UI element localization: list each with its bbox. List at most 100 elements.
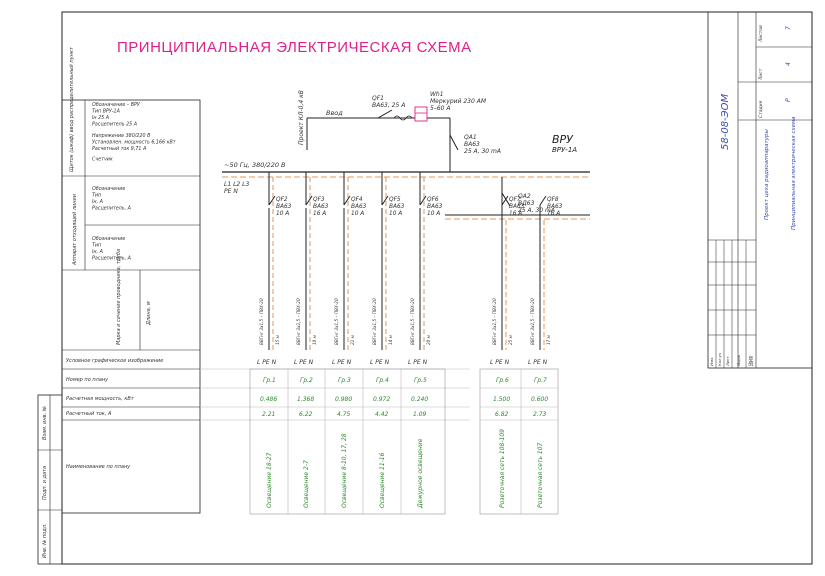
row-label-ugo: Условное графическое изображение	[66, 358, 163, 364]
main-breaker-coil	[393, 115, 413, 121]
calc-power: 1.368	[297, 396, 314, 403]
circuit-table-grid	[200, 368, 559, 515]
head-caption-text: Щиток (шкаф) ввод распределительный пунк…	[69, 46, 75, 172]
circuit-name: Освещение 18-27	[266, 452, 273, 508]
calc-power: 0.600	[531, 396, 548, 403]
input-label: Ввод	[326, 109, 343, 117]
apparatus-info-line: Iн, А	[92, 249, 103, 255]
breaker-rating: 10 А	[427, 211, 440, 217]
circuit-name: Освещение 2-7	[303, 460, 310, 508]
cable-label: ВВГнг 3х1,5 – ПВХ-20	[259, 298, 264, 345]
ugo-label: L PE N	[370, 359, 390, 366]
breaker-id: QF2	[276, 197, 288, 203]
calc-power: 0.486	[260, 396, 277, 403]
apparatus-info-line: Тип	[92, 243, 101, 249]
row-label-power: Расчетная мощность, кВт	[66, 396, 135, 402]
calc-current: 4.75	[337, 411, 351, 418]
breaker-id: QF8	[547, 197, 559, 203]
cable-label: ВВГнг 3х2,5 – ПВХ-20	[296, 298, 301, 345]
rcd1-rating: 25 А, 30 mA	[464, 148, 501, 155]
breaker-type: ВА63	[313, 204, 329, 210]
board-type: ВРУ-1А	[552, 146, 577, 154]
cable-length: 17 м	[546, 335, 551, 345]
stamp-header-sheets: Листов	[758, 25, 764, 43]
supply-label: Проект КЛ-0,4 кВ	[298, 90, 305, 145]
ugo-label: L PE N	[408, 359, 428, 366]
head-info-line: Iн 25 А	[92, 115, 109, 121]
rcd1-type: ВА63	[464, 141, 480, 148]
breaker-contact	[305, 195, 313, 206]
bus-label: ~50 Гц, 380/220 В	[224, 161, 286, 169]
margin-label-inv-orig: Инв. № подл.	[42, 524, 48, 559]
cable-length: 15 м	[275, 335, 280, 345]
cable-label: ВВГнг 3х1,5 – ПВХ-20	[410, 298, 415, 345]
group-number: Гр.5	[414, 377, 427, 384]
head-info-line: Тип ВРУ-1А	[92, 109, 120, 115]
breaker-rating: 10 А	[351, 211, 364, 217]
head-info-line: Напряжение 380/220 В	[92, 133, 150, 139]
rcd2-type: ВД63	[518, 200, 535, 207]
cable-label: ВВГнг 3х2,5 – ПВХ-20	[530, 298, 535, 345]
cable-length: 25 м	[508, 335, 513, 345]
main-breaker-contact	[377, 109, 393, 119]
cable-length: 14 м	[388, 335, 393, 345]
group-number: Гр.2	[300, 377, 313, 384]
meter-range: 5–60 А	[430, 105, 450, 112]
breaker-id: QF7	[509, 197, 521, 203]
signature-header: Подп.	[747, 355, 752, 367]
apparatus-info-line: Iн, А	[92, 199, 103, 205]
length-caption: Длина, м	[146, 301, 152, 326]
apparatus-info-line: Расцепитель, А	[92, 256, 131, 262]
signature-header: Дата	[749, 355, 754, 367]
cable-length: 10 м	[312, 335, 317, 345]
ugo-label: L PE N	[332, 359, 352, 366]
apparatus-info-line: Расцепитель, А	[92, 206, 131, 212]
calc-current: 2.73	[533, 411, 547, 418]
circuit-name: Освещение 8-10, 17, 28	[341, 433, 348, 508]
calc-power: 1.500	[493, 396, 510, 403]
rcd1-id: QA1	[464, 134, 477, 141]
ugo-label: L PE N	[490, 359, 510, 366]
breaker-type: ВА63	[276, 204, 292, 210]
main-breaker-id: QF1	[372, 95, 384, 102]
circuit-name: Розеточная сеть 107	[537, 442, 544, 508]
breaker-rating: 10 А	[276, 211, 289, 217]
drawing-code: 58-08-ЭОМ	[720, 93, 731, 150]
head-info-line: Установлен. мощность 6,166 кВт	[92, 140, 176, 146]
board-name: ВРУ	[552, 133, 574, 146]
breaker-contact	[343, 195, 351, 206]
group-number: Гр.1	[263, 377, 276, 384]
calc-power: 0.980	[335, 396, 352, 403]
page-title: ПРИНЦИПИАЛЬНАЯ ЭЛЕКТРИЧЕСКАЯ СХЕМА	[117, 39, 472, 56]
breaker-rating: 16 А	[313, 211, 326, 217]
sheet-title: Принципиальная электрическая схема	[791, 116, 797, 230]
stamp-header-stage: Стадия	[758, 100, 764, 118]
head-info-line: Обозначение – ВРУ	[92, 102, 141, 108]
group-number: Гр.3	[338, 377, 351, 384]
breaker-contact	[539, 195, 547, 206]
breaker-type: ВА63	[509, 204, 525, 210]
circuit-name: Освещение 11-16	[379, 452, 386, 508]
ugo-label: L PE N	[294, 359, 314, 366]
calc-current: 6.22	[299, 411, 313, 418]
signature-header: Кол.уч	[717, 352, 722, 366]
apparatus-info-line: Тип	[92, 193, 101, 199]
left-margin-strip: Взам. инв. № Подп. и дата Инв. № подл.	[37, 394, 63, 565]
ugo-label: L PE N	[257, 359, 277, 366]
margin-label-replace-inv: Взам. инв. №	[42, 406, 48, 440]
calc-power: 0.240	[411, 396, 428, 403]
cable-label: ВВГнг 3х1,5 – ПВХ-20	[372, 298, 377, 345]
breaker-contact	[419, 195, 427, 206]
signature-header: Лист	[725, 356, 730, 367]
head-info-line: Расцепитель 25 А	[92, 122, 137, 128]
calc-current: 1.09	[413, 411, 427, 418]
signature-header: №док	[736, 354, 741, 367]
